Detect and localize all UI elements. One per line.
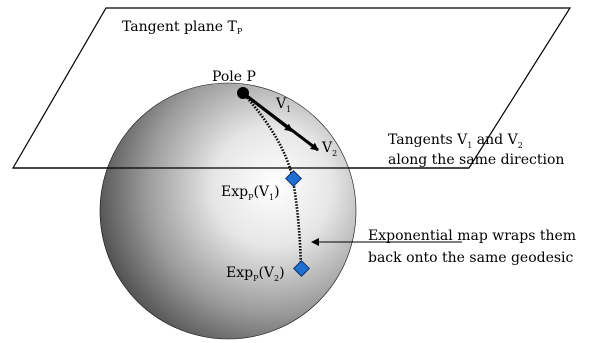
tangents-note-line1: Tangents V1 and V2 [388, 132, 523, 150]
exp-v1-marker [285, 170, 302, 187]
exp-note-line2: back onto the same geodesic [368, 250, 574, 266]
exp-v1-label: ExpP(V1) [221, 184, 280, 202]
tangent-plane-label: Tangent plane TP [122, 19, 243, 36]
pole-point [237, 87, 249, 99]
vector-v1-label: V1 [275, 96, 291, 114]
geodesic-curve [242, 92, 303, 270]
pole-label: Pole P [212, 69, 256, 85]
exp-v2-label: ExpP(V2) [226, 265, 285, 283]
exp-v2-marker [293, 260, 310, 277]
vector-v2-label: V2 [321, 140, 337, 158]
sphere [99, 82, 357, 340]
exp-note-line1: Exponential map wraps them [368, 228, 576, 244]
tangents-note-line2: along the same direction [388, 152, 564, 168]
vector-v1-arrow [242, 91, 293, 133]
